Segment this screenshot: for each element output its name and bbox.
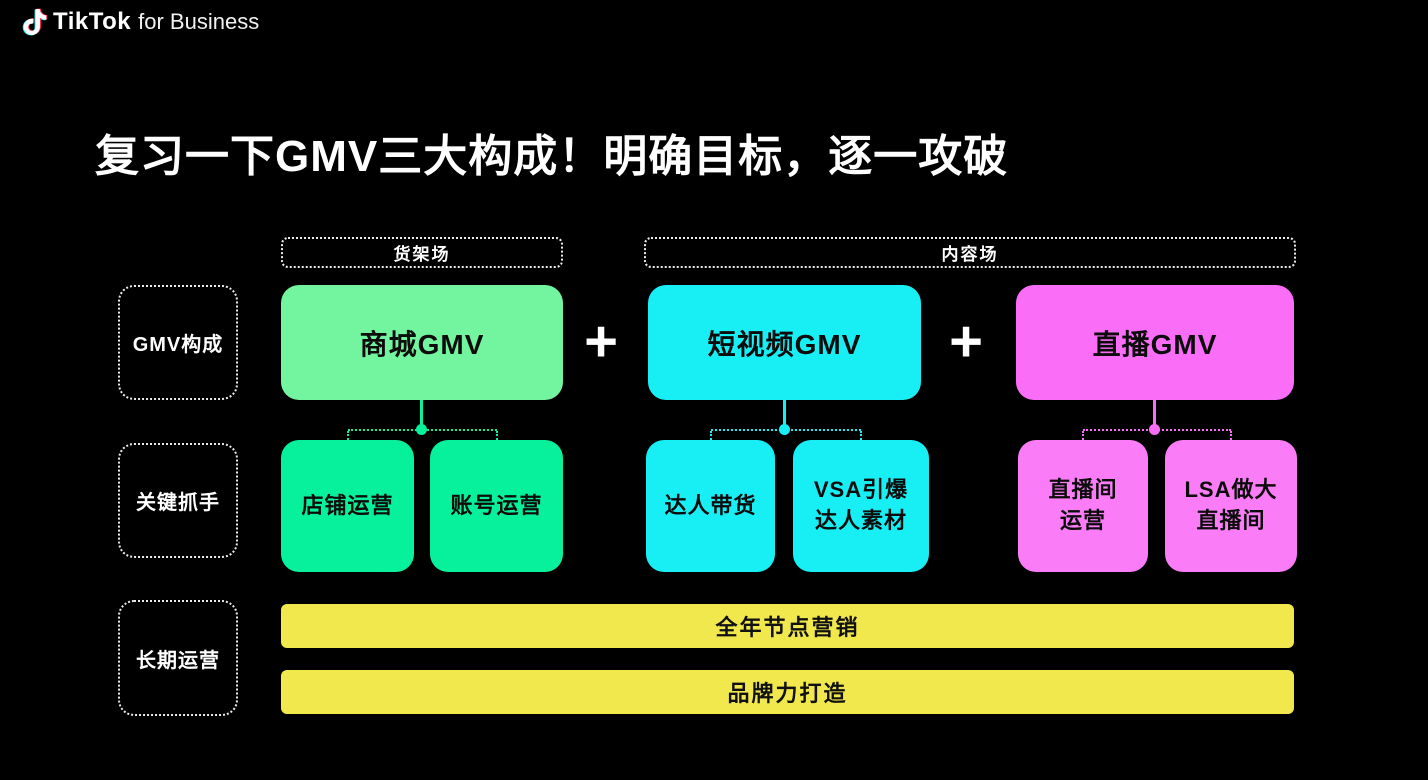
sub-box-vsa-creator-assets-label: VSA引爆 达人素材 <box>813 477 909 533</box>
sub-box-lsa-grow-liveroom: LSA做大 直播间 <box>1165 440 1297 572</box>
sub-box-store-operation-label: 店铺运营 <box>301 492 394 518</box>
sub-box-liveroom-operation-label: 直播间 运营 <box>1048 477 1118 533</box>
sub-box-vsa-creator-assets: VSA引爆 达人素材 <box>793 440 929 572</box>
long-term-bar-brand-power: 品牌力打造 <box>281 670 1294 714</box>
connector-short-video-stub-left <box>710 431 712 443</box>
main-box-live-gmv: 直播GMV <box>1016 285 1294 400</box>
connector-live-stub-right <box>1230 431 1232 443</box>
main-box-live-gmv-label: 直播GMV <box>1092 328 1218 360</box>
connector-mall-stem <box>420 400 423 426</box>
row-label-gmv-composition: GMV构成 <box>118 285 238 400</box>
connector-mall-stub-right <box>496 431 498 443</box>
row-label-long-term-text: 长期运营 <box>136 649 220 672</box>
brand-name: TikTok <box>53 8 132 35</box>
long-term-bar-annual-node-marketing: 全年节点营销 <box>281 604 1294 648</box>
connector-short-video-stub-right <box>860 431 862 443</box>
long-term-bar-annual-node-marketing-label: 全年节点营销 <box>715 615 860 640</box>
sub-box-liveroom-operation: 直播间 运营 <box>1018 440 1148 572</box>
tiktok-note-icon <box>22 8 48 36</box>
main-box-mall-gmv-label: 商城GMV <box>359 328 485 360</box>
plus-operator-1: + <box>584 309 618 374</box>
brand-suffix: for Business <box>138 9 260 34</box>
connector-live-hline <box>1083 429 1231 431</box>
sub-box-account-operation: 账号运营 <box>430 440 563 572</box>
plus-operator-2: + <box>949 309 983 374</box>
field-header-content-label: 内容场 <box>941 245 999 264</box>
connector-live-stub-left <box>1082 431 1084 443</box>
brand-logo: TikTok for Business <box>22 8 259 36</box>
connector-short-video-hline <box>711 429 861 431</box>
main-box-mall-gmv: 商城GMV <box>281 285 563 400</box>
field-header-shelf: 货架场 <box>281 237 563 268</box>
sub-box-account-operation-label: 账号运营 <box>450 492 543 518</box>
main-box-short-video-gmv: 短视频GMV <box>648 285 921 400</box>
connector-short-video-stem <box>783 400 786 426</box>
field-header-content: 内容场 <box>644 237 1296 268</box>
sub-box-creator-selling: 达人带货 <box>646 440 775 572</box>
sub-box-store-operation: 店铺运营 <box>281 440 414 572</box>
slide-title: 复习一下GMV三大构成！明确目标，逐一攻破 <box>95 132 1009 181</box>
connector-live-stem <box>1153 400 1156 426</box>
sub-box-lsa-grow-liveroom-label: LSA做大 直播间 <box>1184 477 1278 533</box>
connector-mall-stub-left <box>347 431 349 443</box>
sub-box-creator-selling-label: 达人带货 <box>664 492 757 518</box>
row-label-key-levers: 关键抓手 <box>118 443 238 558</box>
long-term-bar-brand-power-label: 品牌力打造 <box>727 681 848 706</box>
row-label-long-term: 长期运营 <box>118 600 238 716</box>
field-header-shelf-label: 货架场 <box>393 245 451 264</box>
main-box-short-video-gmv-label: 短视频GMV <box>707 328 862 360</box>
row-label-key-levers-text: 关键抓手 <box>136 492 220 514</box>
row-label-gmv-composition-text: GMV构成 <box>132 334 224 356</box>
connector-mall-hline <box>348 429 497 431</box>
